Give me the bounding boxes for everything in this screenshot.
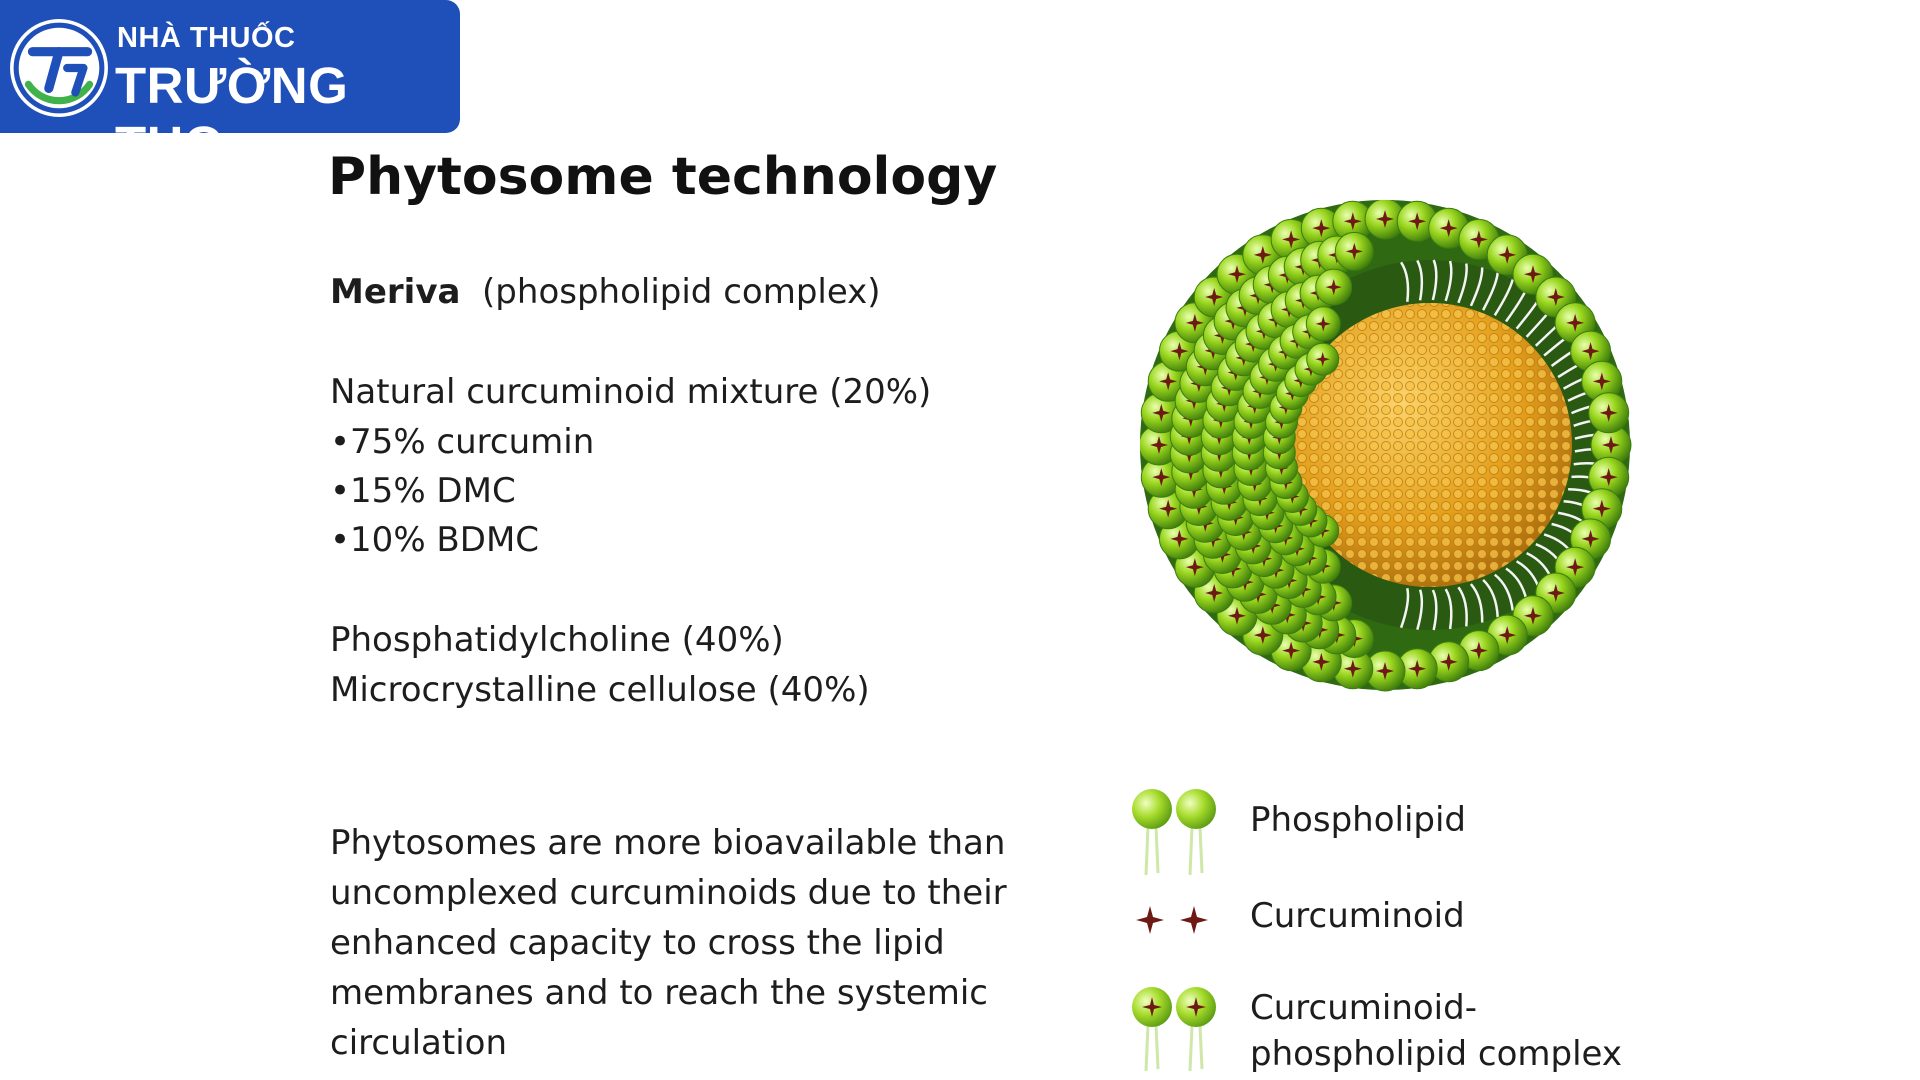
lipid-tail xyxy=(1469,583,1484,623)
curcuminoid-legend-icon xyxy=(1136,906,1208,934)
curcuminoid-mark xyxy=(1498,245,1517,264)
curcuminoid-mark xyxy=(1439,219,1458,238)
mixture-item: •10% BDMC xyxy=(330,520,540,560)
curcuminoid-mark xyxy=(1345,242,1363,260)
curcuminoid-mark xyxy=(1602,436,1620,454)
curcuminoid-mark xyxy=(1159,499,1178,518)
curcuminoid-mark xyxy=(1253,245,1272,264)
curcuminoid-mark xyxy=(1581,342,1600,361)
lipid-tail xyxy=(1431,259,1438,301)
lipid-tail xyxy=(1493,279,1514,316)
paragraph-line: circulation xyxy=(330,1023,508,1063)
legend-curcuminoid-label: Curcuminoid xyxy=(1250,896,1465,936)
paragraph-line: membranes and to reach the systemic xyxy=(330,973,988,1013)
paragraph-line: enhanced capacity to cross the lipid xyxy=(330,923,945,963)
component-item: Microcrystalline cellulose (40%) xyxy=(330,670,870,710)
brand-badge-icon xyxy=(10,19,108,117)
curcuminoid-mark xyxy=(1325,279,1342,296)
brand-line2: TRƯỜNG THỌ xyxy=(115,57,349,173)
mixture-item: •15% DMC xyxy=(330,471,516,511)
meriva-line: Meriva (phospholipid complex) xyxy=(330,272,881,313)
curcuminoid-mark xyxy=(1566,558,1585,577)
legend-complex-line1: Curcuminoid- xyxy=(1250,988,1477,1028)
lipid-tail xyxy=(1416,589,1424,630)
lipid-tail xyxy=(1444,588,1453,630)
curcuminoid-mark xyxy=(1599,468,1618,487)
curcuminoid-mark xyxy=(1312,652,1331,671)
lipid-tail xyxy=(1457,586,1468,627)
curcuminoid-mark xyxy=(1159,372,1178,391)
legend-complex-label: Curcuminoid- phospholipid complex xyxy=(1250,985,1622,1077)
curcuminoid-mark xyxy=(1523,606,1542,625)
curcuminoid-mark xyxy=(1408,659,1427,678)
curcuminoid-mark xyxy=(1343,212,1362,231)
curcuminoid-mark xyxy=(1566,313,1585,332)
brand-line1: NHÀ THUỐC xyxy=(117,22,296,54)
curcuminoid-mark xyxy=(1185,313,1204,332)
lipid-tail xyxy=(1399,587,1410,629)
curcuminoid-mark xyxy=(1469,641,1488,660)
curcuminoid-mark xyxy=(1170,529,1189,548)
curcuminoid-mark xyxy=(1205,288,1224,307)
lipid-tail xyxy=(1400,261,1410,302)
curcuminoid-mark xyxy=(1312,219,1331,238)
page-title: Phytosome technology xyxy=(328,147,998,207)
curcuminoid-mark xyxy=(1282,230,1301,249)
curcuminoid-mark xyxy=(1343,659,1362,678)
curcuminoid-mark xyxy=(1581,529,1600,548)
mixture-item: •75% curcumin xyxy=(330,422,595,462)
core-texture xyxy=(1288,303,1572,587)
curcuminoid-mark xyxy=(1592,372,1611,391)
lipid-tail xyxy=(1444,260,1453,302)
curcuminoid-mark xyxy=(1546,583,1565,602)
curcuminoid-mark xyxy=(1228,265,1247,284)
curcuminoid-mark xyxy=(1376,210,1394,228)
curcuminoid-mark xyxy=(1185,558,1204,577)
meriva-desc: (phospholipid complex) xyxy=(482,272,881,312)
lipid-tail xyxy=(1493,573,1514,611)
curcuminoid-mark xyxy=(1315,316,1331,332)
lipid-tail xyxy=(1482,578,1499,618)
curcuminoid-mark xyxy=(1228,606,1247,625)
legend-phospholipid-label: Phospholipid xyxy=(1250,800,1467,840)
phospholipid-legend-icon xyxy=(1132,789,1216,876)
curcuminoid-mark xyxy=(1469,230,1488,249)
curcuminoid-mark xyxy=(1498,626,1517,645)
complex-legend-icon xyxy=(1132,987,1216,1072)
curcuminoid-mark xyxy=(1546,288,1565,307)
curcuminoid-mark xyxy=(1592,499,1611,518)
curcuminoid-mark xyxy=(1523,265,1542,284)
curcuminoid-mark xyxy=(1205,583,1224,602)
component-item: Phosphatidylcholine (40%) xyxy=(330,620,784,660)
description-paragraph: Phytosomes are more bioavailable than un… xyxy=(330,818,1030,1068)
phytosome-illustration xyxy=(1140,200,1632,692)
meriva-name: Meriva xyxy=(330,272,461,312)
curcuminoid-mark xyxy=(1253,626,1272,645)
curcuminoid-mark xyxy=(1315,352,1330,367)
lipid-tail xyxy=(1457,263,1468,304)
paragraph-line: uncomplexed curcuminoids due to their xyxy=(330,873,1007,913)
lipid-tail xyxy=(1481,272,1499,311)
lipid-tail xyxy=(1416,259,1424,301)
brand-logo: NHÀ THUỐC TRƯỜNG THỌ xyxy=(0,0,460,173)
curcuminoid-mark xyxy=(1408,212,1427,231)
curcuminoid-mark xyxy=(1152,403,1171,422)
curcuminoid-mark xyxy=(1282,641,1301,660)
mixture-heading: Natural curcuminoid mixture (20%) xyxy=(330,372,932,412)
curcuminoid-mark xyxy=(1152,468,1171,487)
lipid-tail xyxy=(1431,589,1438,631)
curcuminoid-mark xyxy=(1599,403,1618,422)
curcuminoid-mark xyxy=(1150,436,1168,454)
curcuminoid-mark xyxy=(1170,342,1189,361)
paragraph-line: Phytosomes are more bioavailable than xyxy=(330,823,1006,863)
lipid-tail xyxy=(1469,267,1484,307)
curcuminoid-mark xyxy=(1376,662,1394,680)
legend-complex-line2: phospholipid complex xyxy=(1250,1034,1622,1074)
curcuminoid-mark xyxy=(1439,652,1458,671)
